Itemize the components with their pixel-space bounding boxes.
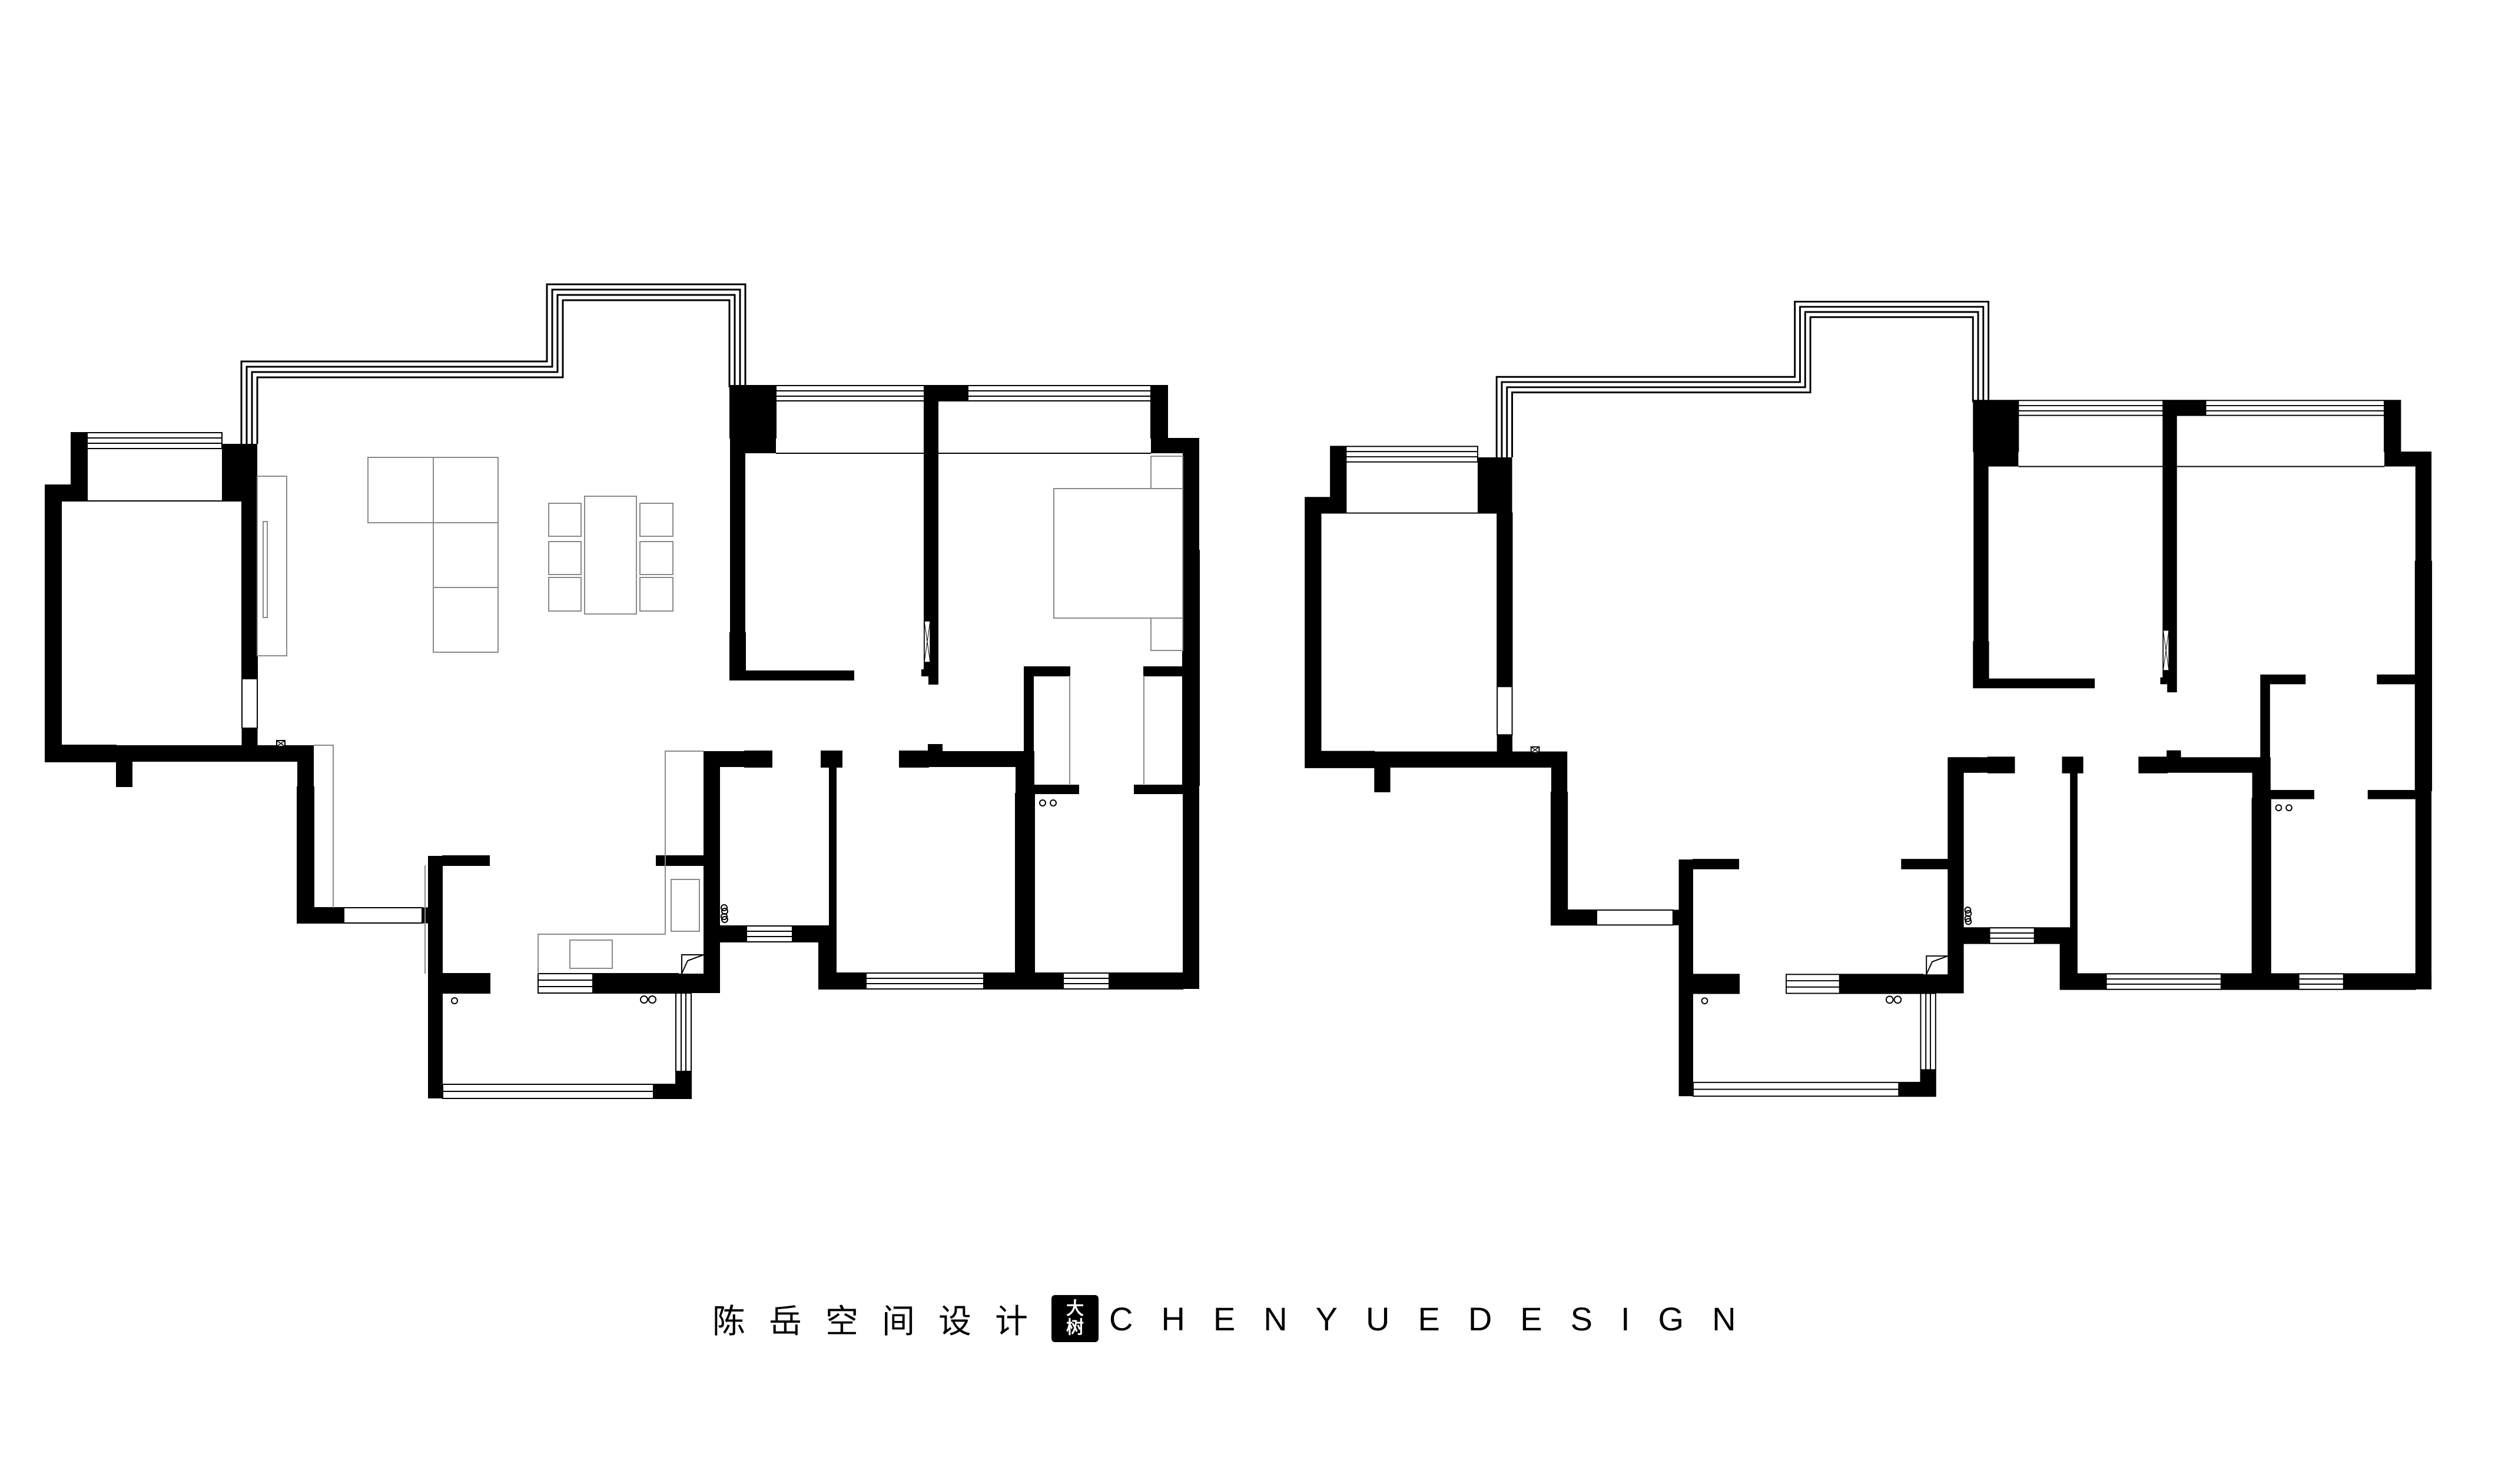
- bed: [1053, 488, 1183, 619]
- right-floor-plan: .gr .gw{fill:#9b9b9b;}: [1304, 300, 2433, 1097]
- chair: [639, 541, 673, 575]
- sofa-seat-1: [433, 457, 499, 523]
- chair: [548, 577, 582, 612]
- sofa-seat-2: [433, 522, 499, 588]
- nightstand: [1150, 617, 1183, 651]
- dining-table: [584, 496, 637, 615]
- tv-icon: [263, 521, 268, 618]
- english-studio-name: CHENYUEDESIGN: [1109, 1300, 1764, 1337]
- seal-logo-icon: 大 树: [1051, 1295, 1099, 1342]
- sofa-chaise: [367, 457, 434, 523]
- chair: [639, 503, 673, 537]
- furniture: [257, 456, 1183, 974]
- sofa-seat-3: [433, 587, 499, 653]
- left-floor-plan: .gl .gw{fill:#7f7f7f;}: [44, 283, 1200, 1100]
- nightstand: [1150, 456, 1183, 489]
- chair: [639, 577, 673, 612]
- sink: [569, 939, 613, 969]
- seal-char-top: 大: [1066, 1299, 1084, 1319]
- chair: [548, 503, 582, 537]
- tv-cabinet: [257, 476, 287, 656]
- chinese-studio-name: 陈岳空间设计: [712, 1302, 1051, 1341]
- stove: [671, 879, 700, 932]
- seal-char-bottom: 树: [1066, 1317, 1084, 1338]
- chair: [548, 541, 582, 575]
- footer-branding: 陈岳空间设计 大 树 CHENYUEDESIGN: [712, 1292, 1764, 1345]
